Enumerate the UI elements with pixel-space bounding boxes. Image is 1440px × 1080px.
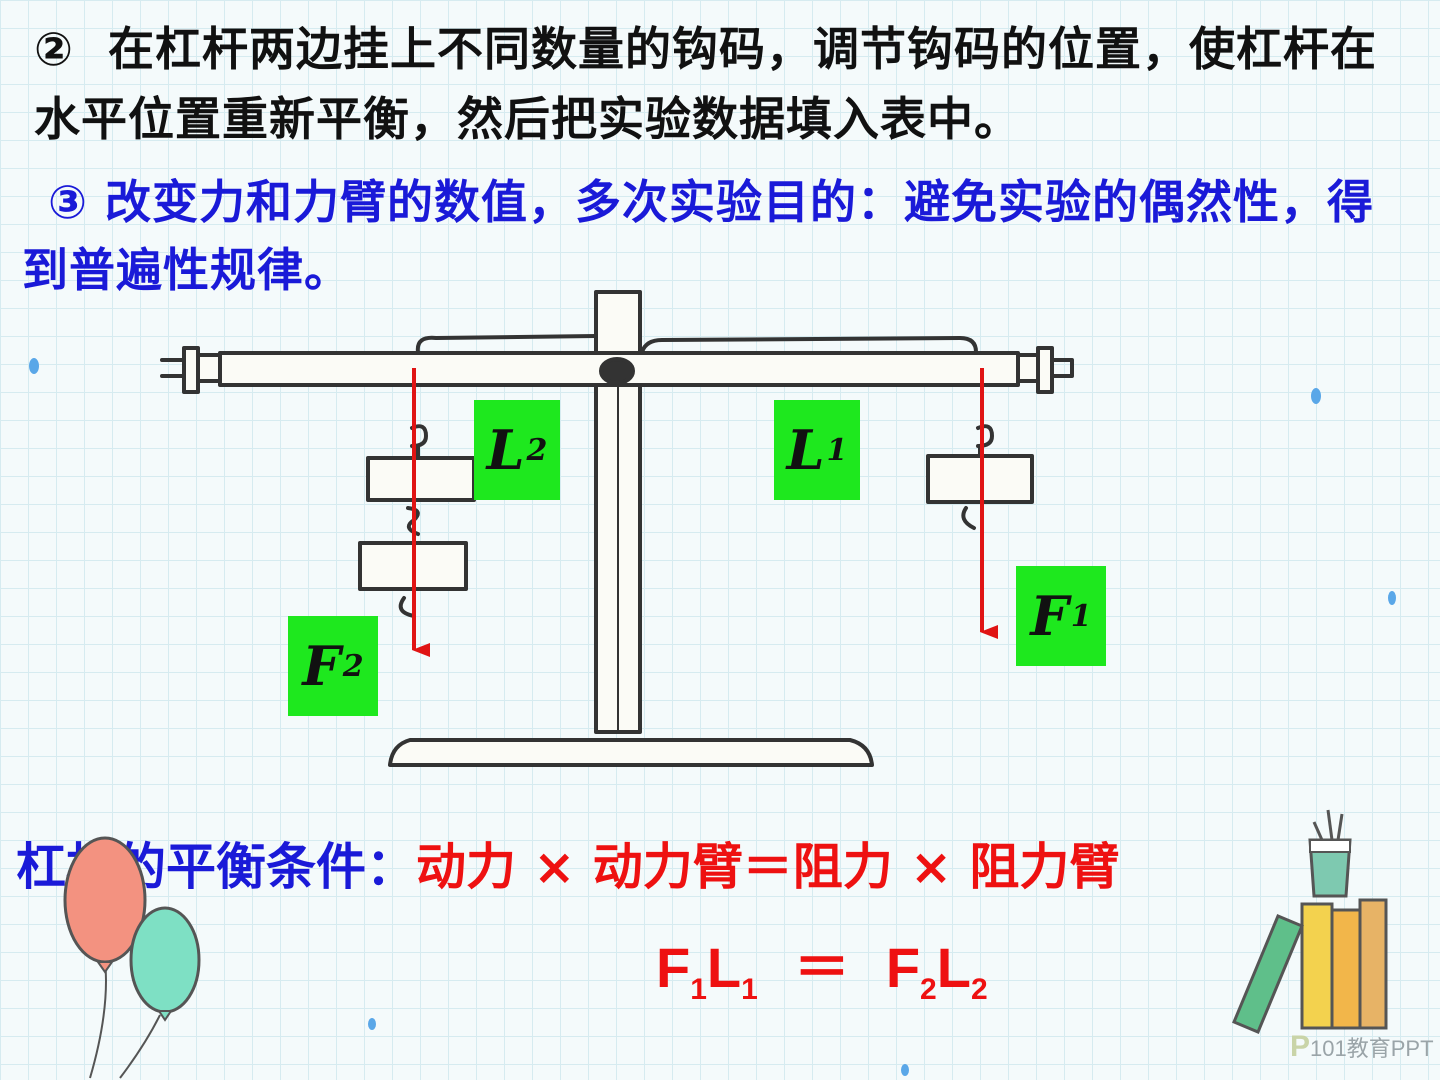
pivot-point	[599, 357, 635, 385]
watermark: P101教育PPT	[1290, 1030, 1434, 1064]
book-yellow-icon	[1300, 902, 1334, 1030]
brace-right	[640, 336, 978, 354]
step-2-paragraph: ② 在杠杆两边挂上不同数量的钩码，调节钩码的位置，使杠杆在水平位置重新平衡，然后…	[34, 14, 1404, 154]
books-decoration	[1232, 809, 1388, 1034]
step-2-number: ②	[34, 22, 74, 76]
balance-formula: F1L1＝F2L2	[656, 936, 988, 1006]
balloons-decoration	[63, 836, 201, 1079]
book-green-icon	[1232, 914, 1304, 1034]
step-2-text: 在杠杆两边挂上不同数量的钩码，调节钩码的位置，使杠杆在水平位置重新平衡，然后把实…	[34, 22, 1377, 146]
step-3-number: ③	[48, 175, 88, 229]
watermark-logo: P	[1290, 1030, 1311, 1063]
brace-left	[415, 334, 598, 354]
lever-base	[388, 738, 874, 767]
balance-condition-text: 动力 × 动力臂＝阻力 × 阻力臂	[416, 838, 1120, 896]
watermark-text: 101教育PPT	[1310, 1036, 1434, 1061]
step-3-text: 改变力和力臂的数值，多次实验目的：避免实验的偶然性，得到普遍性规律。	[22, 175, 1374, 297]
step-3-paragraph: ③ 改变力和力臂的数值，多次实验目的：避免实验的偶然性，得到普遍性规律。	[22, 168, 1412, 304]
weight-left-1	[366, 456, 476, 502]
book-tan-icon	[1358, 898, 1388, 1030]
